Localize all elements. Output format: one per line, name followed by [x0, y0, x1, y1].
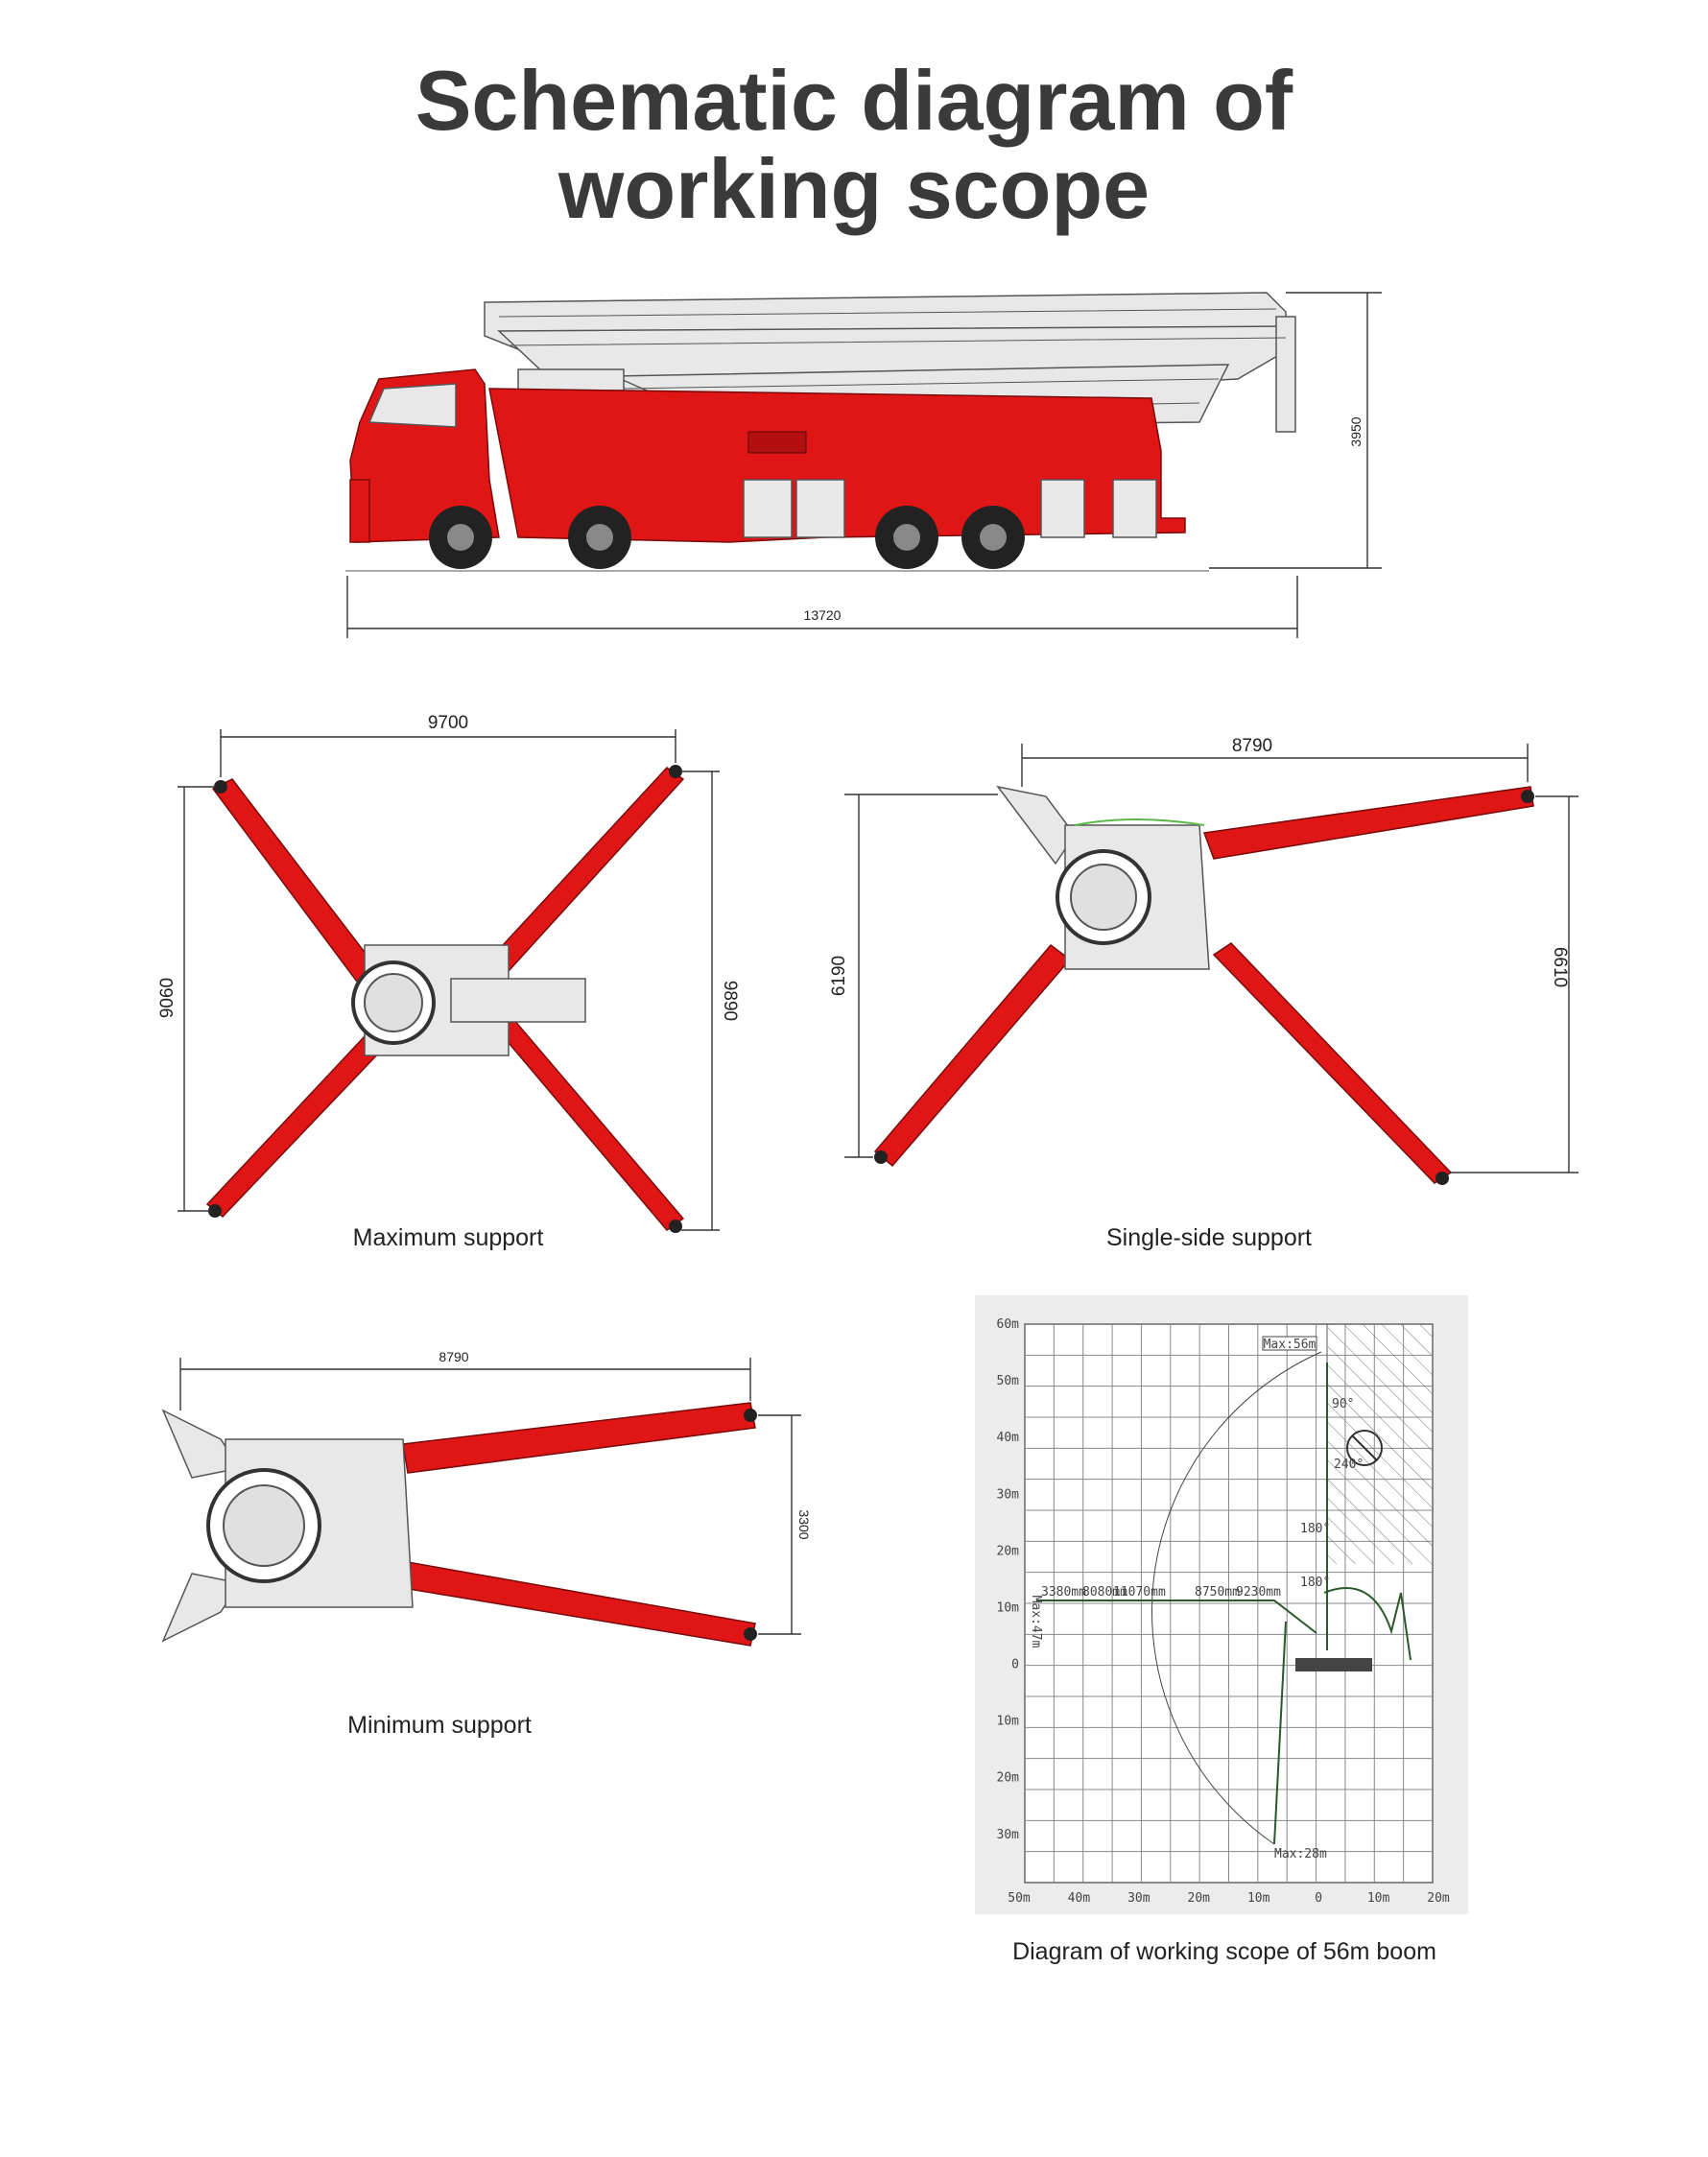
page-title-line-1: Schematic diagram of: [415, 53, 1293, 148]
scope-section-label-5: 9230mm: [1236, 1585, 1281, 1600]
scope-x-tick-label: 40m: [1068, 1891, 1091, 1906]
windshield: [368, 383, 457, 428]
scope-reach-label: Max:47m: [1029, 1596, 1043, 1648]
min-leg-bottom: [402, 1561, 756, 1647]
scope-angle-label-3: 180°: [1300, 1522, 1330, 1536]
minimum-support-diagram: 8790 3300: [161, 1349, 812, 1647]
maximum-support-diagram: 9700 9060 9890: [157, 713, 740, 1233]
single-width-label: 8790: [1232, 736, 1272, 756]
single-leg-front-right: [1202, 786, 1534, 860]
scope-boom-folded: [1323, 1587, 1411, 1661]
scope-section-label-4: 8750mm: [1195, 1585, 1240, 1600]
scope-x-tick-label: 0: [1315, 1891, 1322, 1906]
min-leg-top: [402, 1402, 756, 1474]
max-leg-front-right: [489, 767, 685, 973]
scope-section-label-1: 3380mm: [1041, 1585, 1086, 1600]
scope-y-tick-label: 30m: [997, 1828, 1020, 1842]
single-side-support-diagram: 8790 6190 6610: [829, 736, 1578, 1185]
single-leg-rear-right: [1212, 942, 1453, 1184]
scope-reach-arc: [1151, 1351, 1322, 1845]
scope-section-label-2: 8080mm: [1082, 1585, 1127, 1600]
scope-x-tick-label: 10m: [1247, 1891, 1270, 1906]
bumper: [349, 479, 370, 543]
scope-x-tick-label: 20m: [1427, 1891, 1450, 1906]
scope-y-tick-label: 50m: [997, 1374, 1020, 1388]
working-scope-chart: Max:56m Max:28m Max:47m 90° 240° 180° 18…: [975, 1295, 1468, 1914]
scope-x-tick-label: 50m: [1008, 1891, 1031, 1906]
scope-angle-label-2: 240°: [1334, 1458, 1364, 1472]
max-chassis-stub: [450, 978, 586, 1023]
truck-height-label: 3950: [1348, 416, 1364, 446]
scope-section-label-3: 11070mm: [1113, 1585, 1166, 1600]
side-panel-2: [795, 479, 845, 538]
min-right-dim-label: 3300: [796, 1509, 812, 1539]
max-leg-front-left: [211, 778, 381, 987]
side-panel-3: [1040, 479, 1085, 538]
vent-grille: [747, 431, 807, 454]
max-left-dim-label: 9060: [157, 978, 178, 1018]
max-right-dim-label: 9890: [720, 981, 740, 1021]
max-leg-rear-right: [497, 1017, 685, 1232]
scope-hatched-zone: [1328, 1324, 1433, 1564]
scope-x-tick-label: 20m: [1188, 1891, 1211, 1906]
scope-y-tick-label: 10m: [997, 1715, 1020, 1729]
truck-height-dimension: 3950: [1209, 292, 1382, 569]
scope-truck-icon: [1295, 1658, 1372, 1671]
max-width-label: 9700: [428, 713, 468, 733]
single-leg-rear-left: [873, 943, 1072, 1168]
scope-y-tick-label: 0: [1011, 1658, 1019, 1672]
max-leg-rear-left: [205, 1034, 384, 1219]
single-right-dim-label: 6610: [1550, 947, 1570, 987]
scope-y-tick-label: 40m: [997, 1431, 1020, 1445]
scope-y-tick-label: 20m: [997, 1544, 1020, 1558]
min-width-label: 8790: [439, 1349, 468, 1364]
scope-max-depth-label: Max:28m: [1274, 1847, 1327, 1861]
scope-y-tick-label: 10m: [997, 1600, 1020, 1615]
page-title-line-2: working scope: [557, 141, 1151, 236]
single-folded-leg: [996, 785, 1076, 865]
max-support-caption: Maximum support: [353, 1224, 544, 1251]
truck-length-dimension: 13720: [346, 576, 1298, 638]
min-support-caption: Minimum support: [347, 1712, 532, 1739]
single-support-caption: Single-side support: [1106, 1224, 1312, 1251]
scope-x-ticks: 50m 40m 30m 20m 10m 0 10m 20m: [1008, 1891, 1450, 1906]
truck-side-view: 13720 3950: [345, 292, 1382, 638]
scope-no-entry-icon: [1346, 1430, 1383, 1466]
scope-angle-label-1: 90°: [1332, 1397, 1354, 1411]
scope-y-tick-label: 60m: [997, 1317, 1020, 1332]
scope-y-tick-label: 30m: [997, 1487, 1020, 1502]
scope-x-tick-label: 10m: [1367, 1891, 1390, 1906]
scope-y-ticks: 60m 50m 40m 30m 20m 10m 0 10m 20m 30m: [997, 1317, 1020, 1842]
single-left-dim-label: 6190: [829, 956, 849, 996]
boom-end-hose: [1275, 316, 1296, 433]
scope-max-height-label: Max:56m: [1264, 1338, 1317, 1352]
scope-angle-label-4: 180°: [1300, 1576, 1330, 1590]
scope-x-tick-label: 30m: [1127, 1891, 1151, 1906]
truck-wheels: [429, 506, 1025, 569]
scope-boom-down: [1273, 1621, 1287, 1845]
scope-y-tick-label: 20m: [997, 1771, 1020, 1786]
side-panel-4: [1112, 479, 1157, 538]
side-panel-1: [743, 479, 793, 538]
scope-boom-horizontal: [1036, 1600, 1317, 1634]
truck-length-label: 13720: [804, 607, 842, 623]
scope-caption: Diagram of working scope of 56m boom: [1012, 1938, 1436, 1965]
